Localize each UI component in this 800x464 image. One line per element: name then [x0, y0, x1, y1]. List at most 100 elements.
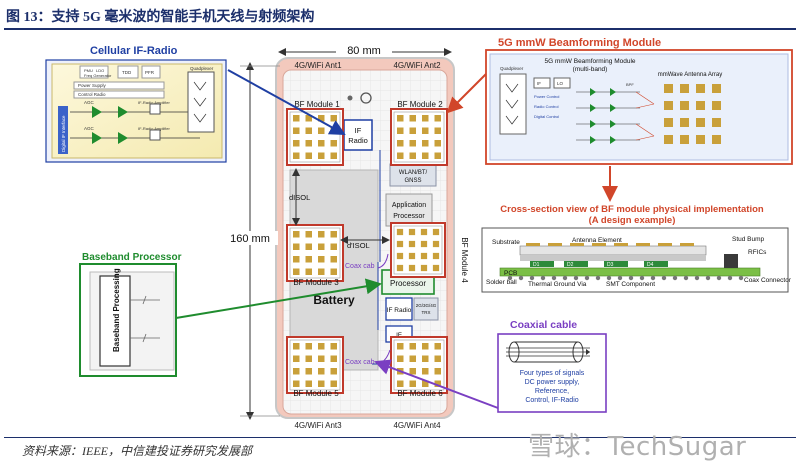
- solder-ball: [573, 275, 579, 281]
- array-patch: [680, 84, 689, 93]
- antenna-patch: [330, 231, 337, 238]
- antenna-patch: [397, 355, 404, 362]
- array-patch: [712, 118, 721, 127]
- source-note: 资料来源：IEEE，中信建投证券研究发展部: [22, 444, 252, 458]
- solder-ball: [738, 275, 744, 281]
- antenna-patch: [318, 127, 325, 134]
- antenna-patch: [318, 343, 325, 350]
- antenna-patch: [293, 256, 300, 263]
- cross-label: Stud Bump: [732, 236, 765, 243]
- cellular-arrow: [227, 69, 346, 135]
- antenna-patch: [318, 256, 325, 263]
- antenna-patch: [409, 380, 416, 387]
- solder-ball: [716, 275, 722, 281]
- cross-label: D4: [647, 262, 654, 268]
- antenna-label: 4G/WiFi Ant2: [393, 61, 441, 70]
- bf-module-label: BF Module 2: [397, 100, 443, 109]
- antenna-patch: [318, 268, 325, 275]
- solder-ball: [529, 275, 535, 281]
- antenna-patch: [432, 252, 440, 260]
- cellular-label: PFR: [145, 70, 155, 75]
- coaxial-desc: Reference,: [535, 388, 569, 395]
- cross-label: D3: [607, 262, 614, 268]
- antenna-patch: [293, 127, 300, 134]
- antenna-label: 4G/WiFi Ant3: [294, 421, 342, 430]
- bf-module-2: [390, 108, 448, 166]
- antenna-patch: [293, 115, 300, 122]
- array-patch: [696, 101, 705, 110]
- antenna-patch: [434, 380, 441, 387]
- antenna-element: [636, 243, 650, 246]
- solder-ball: [518, 275, 524, 281]
- solder-ball: [507, 275, 513, 281]
- wlan-label: GNSS: [404, 178, 421, 184]
- bf-module-label: BF Module 6: [397, 389, 443, 398]
- if-radio-mid: [385, 297, 413, 321]
- solder-ball: [639, 275, 645, 281]
- antenna-patch: [305, 152, 312, 159]
- antenna-patch: [408, 252, 416, 260]
- beamforming-label: Power Control: [534, 94, 559, 99]
- footer-divider: [4, 437, 796, 438]
- baseband-processor-label: Processor: [390, 279, 426, 288]
- cellular-label: LDO: [96, 68, 104, 73]
- bf-module-3: [286, 224, 344, 282]
- cross-label: Antenna Element: [572, 237, 622, 244]
- antenna-patch: [293, 152, 300, 159]
- solder-ball: [694, 275, 700, 281]
- beamforming-label: Quadplexer: [500, 66, 524, 71]
- solder-ball: [727, 275, 733, 281]
- antenna-patch: [330, 243, 337, 250]
- coaxial-arrow: [374, 359, 499, 409]
- cross-section-title: (A design example): [589, 215, 676, 226]
- solder-ball: [551, 275, 557, 281]
- cellular-label: TDD: [122, 70, 132, 75]
- coax-wire: [377, 253, 389, 269]
- antenna-patch: [420, 228, 428, 236]
- cross-label: D1: [533, 262, 540, 268]
- solder-ball: [606, 275, 612, 281]
- antenna-patch: [330, 268, 337, 275]
- antenna-patch: [330, 343, 337, 350]
- antenna-patch: [397, 152, 404, 159]
- cross-label: PCB: [504, 270, 517, 277]
- cross-label: Substrate: [492, 239, 520, 246]
- antenna-element: [526, 243, 540, 246]
- antenna-patch: [293, 231, 300, 238]
- battery-label: Battery: [313, 293, 355, 307]
- antenna-patch: [422, 115, 429, 122]
- array-patch: [664, 101, 673, 110]
- solder-ball: [661, 275, 667, 281]
- antenna-patch: [409, 115, 416, 122]
- antenna-patch: [318, 152, 325, 159]
- antenna-patch: [305, 140, 312, 147]
- antenna-patch: [318, 380, 325, 387]
- antenna-patch: [293, 243, 300, 250]
- antenna-patch: [293, 343, 300, 350]
- cross-section-title: Cross-section view of BF module physical…: [500, 204, 764, 215]
- isolation-label: dISOL: [289, 193, 310, 202]
- antenna-patch: [420, 240, 428, 248]
- array-patch: [664, 118, 673, 127]
- antenna-patch: [409, 368, 416, 375]
- antenna-element: [570, 243, 584, 246]
- antenna-patch: [422, 127, 429, 134]
- array-patch: [696, 118, 705, 127]
- application-processor: [385, 193, 433, 227]
- coax-label: Coax cab: [345, 263, 375, 270]
- antenna-element: [680, 243, 694, 246]
- antenna-element: [592, 243, 606, 246]
- antenna-patch: [305, 243, 312, 250]
- bf-module-label: BF Module 3: [293, 278, 339, 287]
- wlan-label: WLAN/BT/: [399, 170, 428, 176]
- antenna-patch: [409, 355, 416, 362]
- antenna-patch: [432, 240, 440, 248]
- array-patch: [696, 84, 705, 93]
- antenna-patch: [305, 231, 312, 238]
- array-patch: [680, 118, 689, 127]
- beamforming-label: LO: [557, 81, 564, 86]
- beamforming-subtitle: 5G mmW Beamforming Module: [544, 58, 635, 65]
- cellular-label: Control Radio: [78, 92, 106, 97]
- if-radio-low-label: IF: [396, 332, 402, 339]
